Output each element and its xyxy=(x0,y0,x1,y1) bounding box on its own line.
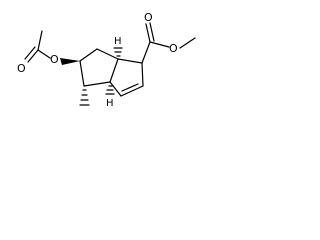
hash-methyl xyxy=(79,89,90,106)
bond-c2-c3-inner xyxy=(121,83,139,92)
bond-c5-c4 xyxy=(79,60,85,87)
bond-c1-ester xyxy=(141,41,151,64)
bond-c3a-c6a xyxy=(109,58,119,83)
bond-c3-c3a xyxy=(109,81,122,97)
bond-ester-o xyxy=(149,41,170,48)
hash-h-bottom xyxy=(105,85,115,95)
atom-acetyl-carbonyl-o: O xyxy=(17,62,26,75)
atom-acetyl-o: O xyxy=(50,53,59,66)
bond-acetyl-me xyxy=(37,30,43,51)
atom-h-bottom: H xyxy=(106,98,114,109)
molecule-structure: O O O O H H xyxy=(17,11,196,109)
bond-acetyl-co-1 xyxy=(27,49,39,63)
bond-c4-c3a xyxy=(83,81,111,87)
bond-ester-me xyxy=(179,37,196,49)
wedge-acetate-o xyxy=(60,58,80,65)
bond-c1-c2 xyxy=(141,62,144,87)
atom-h-top: H xyxy=(114,36,122,47)
structure-canvas: O O O O H H xyxy=(0,0,208,152)
bond-c6a-c6 xyxy=(96,48,119,60)
atom-ester-carbonyl-o: O xyxy=(144,11,153,24)
atom-ester-o: O xyxy=(169,42,178,55)
bond-acetyl-o-c xyxy=(37,49,51,59)
hash-h-top xyxy=(113,47,123,57)
bond-acetyl-co-2 xyxy=(24,46,36,60)
bond-ester-co-2 xyxy=(149,22,155,42)
bond-c6a-c1 xyxy=(117,58,143,64)
bond-ester-co-1 xyxy=(145,23,151,43)
bond-c6-c5 xyxy=(79,48,98,62)
bond-c2-c3 xyxy=(120,85,144,97)
